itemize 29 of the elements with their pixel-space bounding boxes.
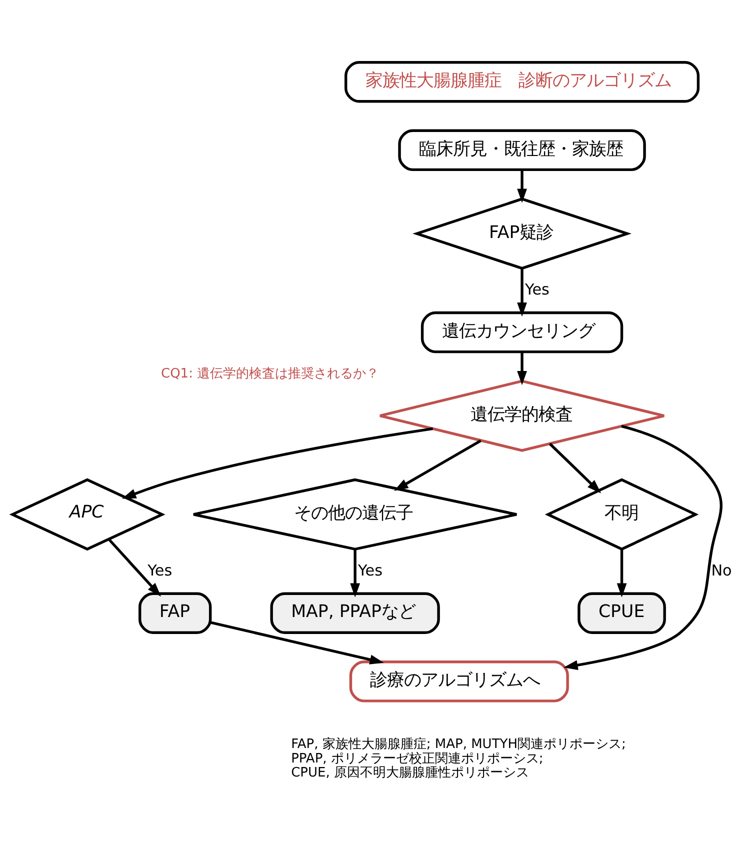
arrow bbox=[108, 538, 162, 597]
edge-label: Yes bbox=[148, 561, 172, 580]
node-box: 診療のアルゴリズムへ bbox=[349, 660, 569, 702]
node-box: MAP, PPAPなど bbox=[270, 592, 440, 634]
label: PPAP, ポリメラーゼ校正関連ポリポーシス; bbox=[291, 751, 544, 766]
arrow bbox=[122, 427, 434, 499]
node-label: CQ1: 遺伝学的検査は推奨されるか？ bbox=[161, 366, 380, 382]
label: CPUE, 原因不明大腸腺腫性ポリポーシス bbox=[291, 765, 530, 780]
arrow bbox=[616, 549, 627, 598]
arrow bbox=[564, 424, 722, 670]
node-box: CPUE bbox=[578, 592, 666, 634]
node-diamond: FAP疑診 bbox=[412, 198, 632, 270]
edge-label: No bbox=[711, 561, 732, 580]
edge-label: Yes bbox=[358, 561, 382, 580]
node-diamond: 遺伝学的検査 bbox=[378, 380, 666, 452]
arrow bbox=[517, 170, 527, 203]
arrow bbox=[394, 440, 482, 491]
arrow bbox=[350, 549, 360, 598]
arrow bbox=[210, 621, 384, 664]
node-diamond: APC bbox=[9, 478, 166, 551]
label: FAP, 家族性大腸腺腫症; MAP, MUTYH関連ポリポーシス; bbox=[291, 737, 626, 752]
node-box: FAP bbox=[138, 592, 212, 634]
node-box: 臨床所見・既往歴・家族歴 bbox=[398, 129, 646, 172]
arrow bbox=[548, 442, 602, 494]
node-box: 遺伝カウンセリング bbox=[420, 311, 624, 354]
edge-label: Yes bbox=[524, 280, 550, 299]
arrow bbox=[517, 268, 527, 317]
arrow bbox=[517, 352, 527, 386]
node-box: 家族性大腸腺腫症 診断のアルゴリズム bbox=[344, 60, 700, 103]
